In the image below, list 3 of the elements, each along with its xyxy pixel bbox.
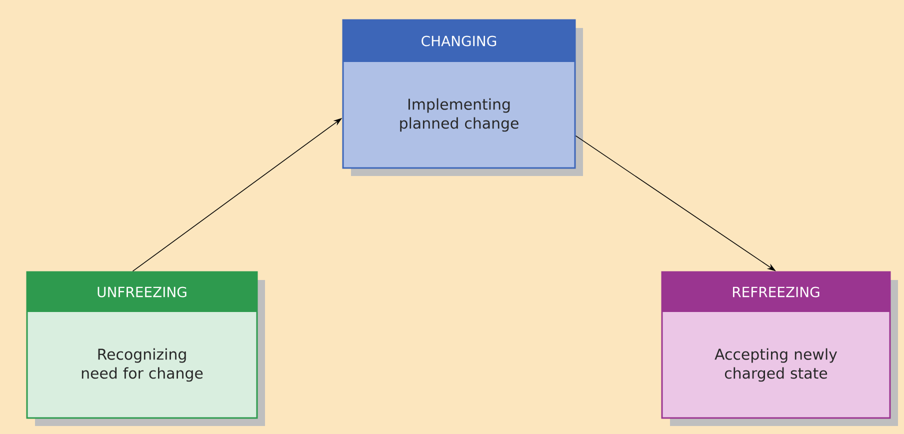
- stage-box: REFREEZING Accepting newly charged state: [661, 271, 898, 426]
- stage-box: CHANGING Implementing planned change: [342, 19, 583, 176]
- stage-box: UNFREEZING Recognizing need for change: [26, 271, 265, 426]
